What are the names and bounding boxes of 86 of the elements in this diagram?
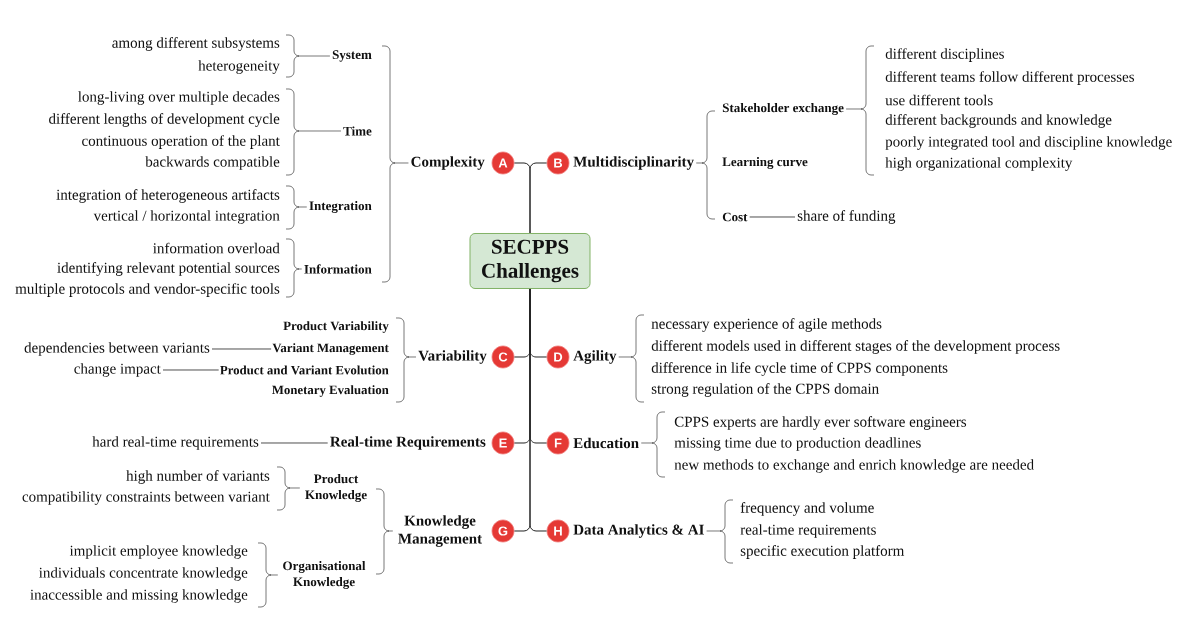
- topic-label: Agility: [573, 350, 617, 364]
- brace-connector: [845, 45, 875, 176]
- subtopic-label: Integration: [309, 201, 372, 213]
- item-text: dependencies between variants: [24, 342, 210, 356]
- branch-line: [529, 162, 548, 234]
- branch-line: [529, 288, 548, 532]
- letter-badge: F: [546, 431, 570, 455]
- subtopic-label: Monetary Evaluation: [272, 385, 389, 397]
- letter-badge: G: [491, 519, 515, 543]
- item-text: different lengths of development cycle: [49, 113, 280, 127]
- item-text: use different tools: [885, 94, 993, 106]
- item-text: implicit employee knowledge: [69, 545, 248, 559]
- item-text: heterogeneity: [198, 60, 280, 74]
- brace-connector: [395, 317, 417, 403]
- subtopic-label: Information: [304, 264, 372, 274]
- letter-badge: H: [546, 519, 570, 543]
- item-text: hard real-time requirements: [92, 436, 259, 450]
- brace-connector: [640, 411, 666, 478]
- item-text: compatibility constraints between variant: [22, 491, 270, 505]
- connector-line: [162, 369, 220, 371]
- item-text: frequency and volume: [740, 502, 874, 516]
- item-text: identifying relevant potential sources: [57, 262, 280, 276]
- brace-connector: [381, 45, 409, 283]
- item-text: among different subsystems: [112, 37, 280, 51]
- subtopic-label: Organisational Knowledge: [283, 561, 366, 589]
- item-text: necessary experience of agile methods: [651, 318, 882, 332]
- item-text: different backgrounds and knowledge: [885, 114, 1112, 128]
- item-text: missing time due to production deadlines: [674, 437, 921, 451]
- item-text: continuous operation of the plant: [82, 135, 280, 149]
- item-text: real-time requirements: [740, 524, 876, 538]
- item-text: specific execution platform: [740, 545, 905, 559]
- item-text: different models used in different stages of the development process: [651, 340, 1060, 354]
- item-text: multiple protocols and vendor-specific tools: [15, 283, 280, 297]
- item-text: vertical / horizontal integration: [93, 210, 280, 224]
- item-text: inaccessible and missing knowledge: [30, 589, 248, 603]
- topic-label: Data Analytics & AI: [573, 524, 704, 538]
- item-text: individuals concentrate knowledge: [39, 567, 248, 581]
- subtopic-label: Cost: [722, 212, 748, 222]
- connector-line: [260, 442, 329, 444]
- item-text: high organizational complexity: [885, 157, 1073, 171]
- item-text: different teams follow different processes: [885, 71, 1134, 85]
- subtopic-label: Product and Variant Evolution: [220, 365, 389, 375]
- subtopic-label: Variant Management: [272, 343, 389, 355]
- item-text: CPPS experts are hardly ever software engineers: [674, 416, 967, 430]
- item-text: poorly integrated tool and discipline knowledge: [885, 136, 1172, 150]
- item-text: strong regulation of the CPPS domain: [651, 383, 879, 397]
- item-text: different disciplines: [885, 48, 1004, 62]
- brace-connector: [375, 488, 394, 575]
- letter-badge: D: [546, 345, 570, 369]
- letter-badge: A: [491, 151, 515, 175]
- subtopic-label: Time: [343, 126, 372, 136]
- brace-connector: [285, 238, 303, 298]
- letter-badge: C: [491, 345, 515, 369]
- brace-connector: [285, 185, 308, 230]
- item-text: change impact: [74, 363, 161, 377]
- letter-badge: E: [491, 431, 515, 455]
- item-text: backwards compatible: [145, 156, 280, 170]
- subtopic-label: Learning curve: [722, 157, 808, 169]
- item-text: information overload: [153, 242, 280, 254]
- item-text: high number of variants: [126, 470, 270, 484]
- brace-connector: [257, 542, 279, 608]
- topic-label: Variability: [418, 350, 487, 364]
- brace-connector: [706, 499, 734, 564]
- item-text: integration of heterogeneous artifacts: [56, 189, 280, 203]
- topic-label: Multidisciplinarity: [573, 156, 694, 170]
- brace-connector: [276, 466, 301, 511]
- topic-label: Complexity: [411, 156, 485, 170]
- item-text: share of funding: [797, 210, 896, 224]
- subtopic-label: Product Knowledge: [305, 474, 367, 502]
- brace-connector: [285, 34, 331, 78]
- subtopic-label: Stakeholder exchange: [722, 103, 844, 115]
- letter-badge: B: [546, 151, 570, 175]
- item-text: long-living over multiple decades: [78, 91, 280, 105]
- connector-line: [749, 216, 796, 218]
- topic-label: Knowledge Management: [398, 515, 482, 547]
- brace-connector: [695, 110, 716, 220]
- central-topic-box: SECPPS Challenges: [469, 233, 591, 289]
- subtopic-label: Product Variability: [283, 321, 389, 333]
- item-text: new methods to exchange and enrich knowledge are needed: [674, 459, 1034, 473]
- topic-label: Real-time Requirements: [330, 436, 486, 450]
- connector-line: [211, 348, 272, 350]
- subtopic-label: System: [332, 50, 372, 62]
- brace-connector: [618, 314, 645, 403]
- topic-label: Education: [573, 437, 639, 449]
- brace-connector: [285, 88, 342, 176]
- item-text: difference in life cycle time of CPPS components: [651, 362, 948, 376]
